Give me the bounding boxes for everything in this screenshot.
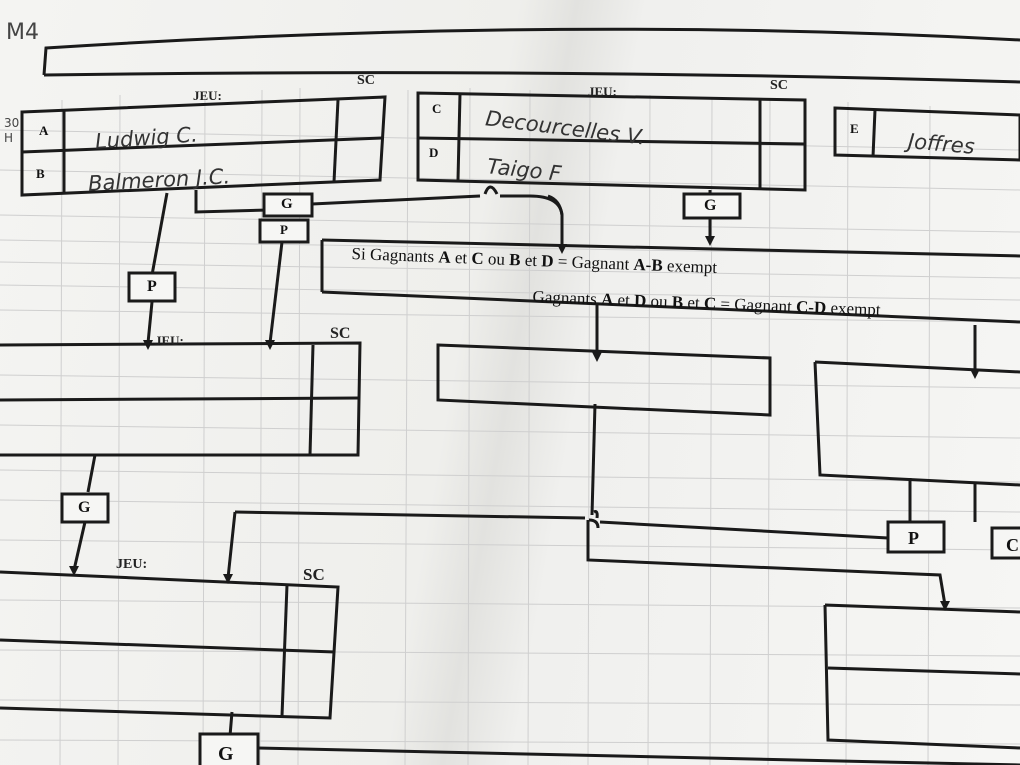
winner-marker-top-middle: G (704, 197, 717, 214)
winner-marker-top-left: G (281, 196, 293, 212)
player-letter-e: E (850, 121, 859, 136)
sc-label-lower-left: SC (303, 565, 325, 584)
sc-label-top-middle: SC (770, 78, 788, 93)
player-letter-b: B (36, 166, 45, 181)
jeu-label-top-middle: JEU: (588, 84, 617, 99)
player-letter-c: C (432, 101, 442, 116)
sc-label-middle-left: SC (330, 325, 351, 342)
winner-marker-middle-left: G (78, 499, 91, 516)
loser-marker-left: P (147, 278, 157, 295)
loser-marker-top-left: P (280, 222, 288, 237)
loser-marker-right: P (908, 528, 919, 548)
margin-note-bottom: H (4, 131, 14, 145)
player-letter-d: D (429, 145, 439, 160)
margin-note-top: 30 (4, 116, 20, 130)
jeu-label-lower-left: JEU: (116, 557, 148, 572)
sheet-id: M4 (6, 20, 39, 45)
winner-marker-bottom: G (218, 743, 234, 765)
jeu-label-middle-left: JEU: (155, 333, 184, 348)
jeu-label-top-left: JEU: (193, 88, 222, 103)
partial-marker-right: C (1006, 535, 1019, 555)
sc-label-top-left: SC (357, 73, 375, 88)
player-name-e: Joffres (907, 129, 976, 159)
player-letter-a: A (39, 123, 49, 138)
